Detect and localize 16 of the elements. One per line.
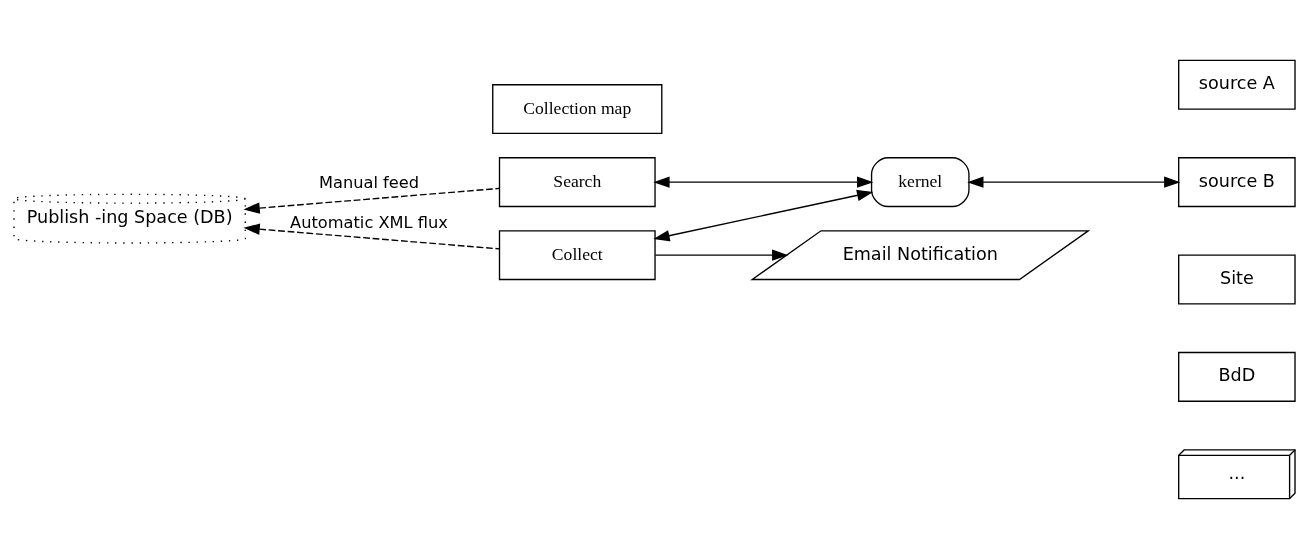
- arrow: [243, 223, 501, 250]
- arrow: [653, 189, 874, 241]
- edge-label: Manual feed: [318, 172, 420, 192]
- node-box: Site: [1178, 254, 1296, 304]
- node-box: Collect: [498, 229, 656, 280]
- node-box: Search: [498, 156, 656, 207]
- arrow: [654, 248, 789, 261]
- node-box: Collection map: [492, 83, 663, 134]
- arrow: [653, 175, 874, 188]
- edge-label: Automatic XML flux: [290, 212, 448, 232]
- node-box: BdD: [1178, 351, 1296, 402]
- arrow: [243, 187, 501, 214]
- node-box: source A: [1178, 59, 1296, 110]
- node-box: source B: [1178, 156, 1296, 207]
- node-box: kernel: [870, 156, 970, 207]
- arrow: [967, 175, 1181, 188]
